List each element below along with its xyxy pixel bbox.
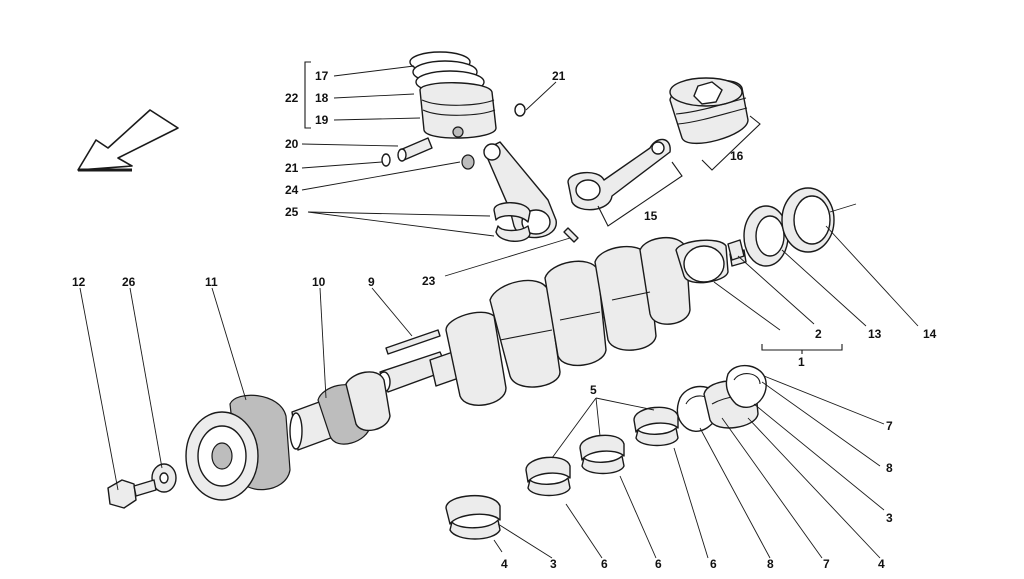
label-24: 24 xyxy=(285,183,299,197)
crankshaft xyxy=(377,236,747,406)
label-6-a: 6 xyxy=(601,557,608,571)
label-7-top: 7 xyxy=(886,419,893,433)
rear-oil-seal xyxy=(743,205,789,267)
label-11: 11 xyxy=(205,275,218,289)
part-labels: 17 22 18 19 20 21 24 25 21 23 15 16 12 2… xyxy=(72,69,937,571)
label-4-right: 4 xyxy=(878,557,885,571)
rod-bolt xyxy=(563,227,579,243)
label-19: 19 xyxy=(315,113,329,127)
label-6-b: 6 xyxy=(655,557,662,571)
label-2: 2 xyxy=(815,327,822,341)
rod-bearing-shells xyxy=(493,202,531,242)
label-3-left: 3 xyxy=(550,557,557,571)
piston-pin xyxy=(397,137,433,162)
timing-gear xyxy=(289,371,391,451)
label-23: 23 xyxy=(422,274,436,288)
label-18: 18 xyxy=(315,91,329,105)
piston-assembly xyxy=(409,51,497,139)
label-13: 13 xyxy=(868,327,882,341)
label-7-bottom: 7 xyxy=(823,557,830,571)
label-9: 9 xyxy=(368,275,375,289)
circlip-right xyxy=(514,103,526,117)
crankshaft-key xyxy=(385,329,441,355)
label-1: 1 xyxy=(798,355,805,369)
label-15: 15 xyxy=(644,209,658,223)
label-20: 20 xyxy=(285,137,299,151)
main-bearing-shell-6b xyxy=(579,434,625,475)
label-5: 5 xyxy=(590,383,597,397)
label-17: 17 xyxy=(315,69,329,83)
label-8-bottom: 8 xyxy=(767,557,774,571)
connecting-rod-assembly xyxy=(567,138,671,211)
small-end-bushing xyxy=(461,154,475,170)
piston-assembly-complete xyxy=(669,77,749,145)
bracket-15 xyxy=(597,161,683,227)
connecting-rod-upper xyxy=(483,141,557,239)
pulley-bolt xyxy=(107,479,157,509)
label-21-right: 21 xyxy=(552,69,566,83)
pilot-bushing xyxy=(727,239,745,261)
label-12: 12 xyxy=(72,275,86,289)
crankshaft-pulley xyxy=(185,394,291,501)
label-8-top: 8 xyxy=(886,461,893,475)
pulley-washer xyxy=(151,463,177,493)
label-6-c: 6 xyxy=(710,557,717,571)
label-21-left: 21 xyxy=(285,161,299,175)
label-10: 10 xyxy=(312,275,326,289)
label-14: 14 xyxy=(923,327,937,341)
label-26: 26 xyxy=(122,275,136,289)
bracket-22 xyxy=(304,61,311,129)
label-16: 16 xyxy=(730,149,744,163)
label-3-right: 3 xyxy=(886,511,893,525)
circlip-left xyxy=(381,153,391,167)
seal-housing xyxy=(781,187,835,253)
main-bearing-shell-4-left xyxy=(445,494,501,540)
thrust-washer-7 xyxy=(725,364,767,409)
bracket-16 xyxy=(701,115,761,171)
label-25: 25 xyxy=(285,205,299,219)
bracket-1 xyxy=(761,344,843,354)
main-bearing-shell-6c xyxy=(633,406,679,447)
main-bearing-shell-6a xyxy=(525,456,571,497)
label-22: 22 xyxy=(285,91,299,105)
direction-arrow-icon xyxy=(77,109,179,172)
leader-lines xyxy=(79,65,919,559)
label-4-left: 4 xyxy=(501,557,508,571)
